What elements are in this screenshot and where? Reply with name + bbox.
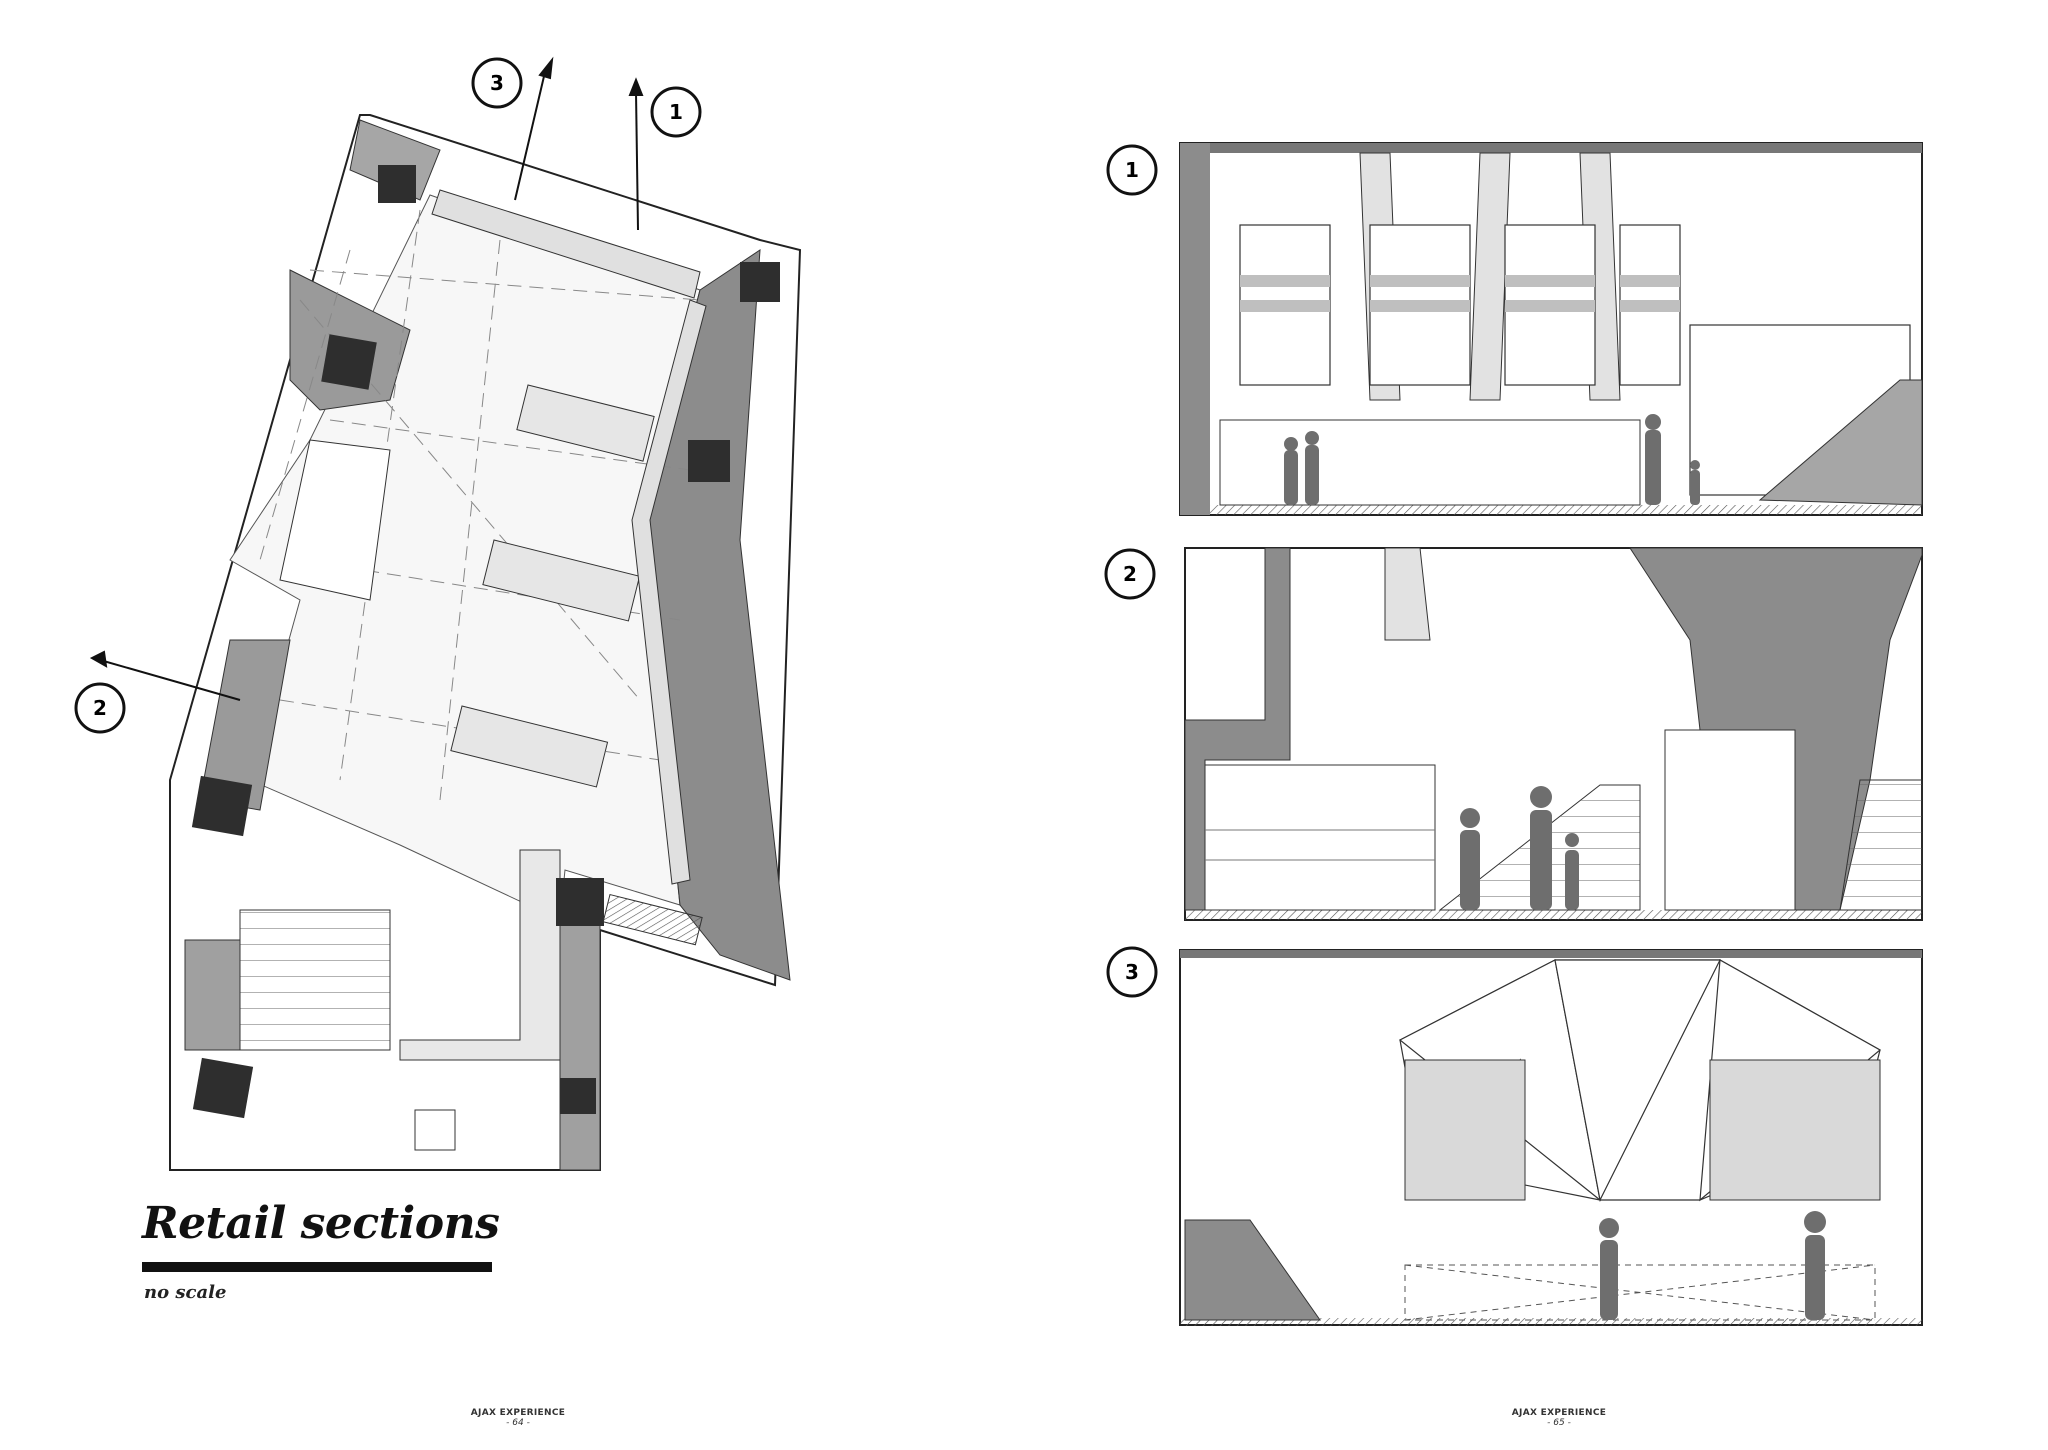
plan-wall-lower-left [199,639,291,811]
plan-display-table [516,384,655,462]
folio-right-publication: AJAX EXPERIENCE [1511,1408,1607,1418]
section-marker-1-label: 1 [1125,158,1139,182]
plan-display-table [450,705,609,788]
section-marker-2-label: 2 [1123,562,1137,586]
folio-left-page: - 64 - [506,1418,530,1428]
plan-display-table [482,539,641,622]
plan-marker-1[interactable]: 1 [650,86,702,138]
plan-threshold [602,893,703,946]
plan-marker-3-label: 3 [490,71,504,95]
section-2 [1184,547,1923,921]
scale-note: no scale [144,1282,227,1303]
section-marker-3[interactable]: 3 [1106,946,1158,998]
plan-columns [191,165,780,1119]
plan-marker-2-label: 2 [93,696,107,720]
section-marker-2[interactable]: 2 [1104,548,1156,600]
plan-stairs-landing [184,939,241,1051]
section-3 [1179,949,1923,1326]
floor-plan [89,56,802,1171]
plan-shelf-lower [399,849,561,1061]
section-marker-3-label: 3 [1125,960,1139,984]
folio-left: AJAX EXPERIENCE - 64 - [458,1408,578,1428]
plan-marker-3[interactable]: 3 [471,57,523,109]
folio-right-page: - 65 - [1547,1418,1571,1428]
plan-shelf-right [631,299,707,885]
folio-right: AJAX EXPERIENCE - 65 - [1499,1408,1619,1428]
plan-marker-1-label: 1 [669,100,683,124]
folio-left-publication: AJAX EXPERIENCE [470,1408,566,1418]
plan-marker-2[interactable]: 2 [74,682,126,734]
plan-counter [279,439,391,601]
plan-wall-core [559,889,601,1171]
section-marker-1[interactable]: 1 [1106,144,1158,196]
plan-shelf-top [431,189,701,299]
title-underline [142,1262,492,1272]
section-1 [1179,142,1923,516]
plan-stairs [239,909,391,1051]
page-title: Retail sections [142,1198,500,1249]
plan-wc [414,1109,456,1151]
plan-wall-top [349,119,441,201]
